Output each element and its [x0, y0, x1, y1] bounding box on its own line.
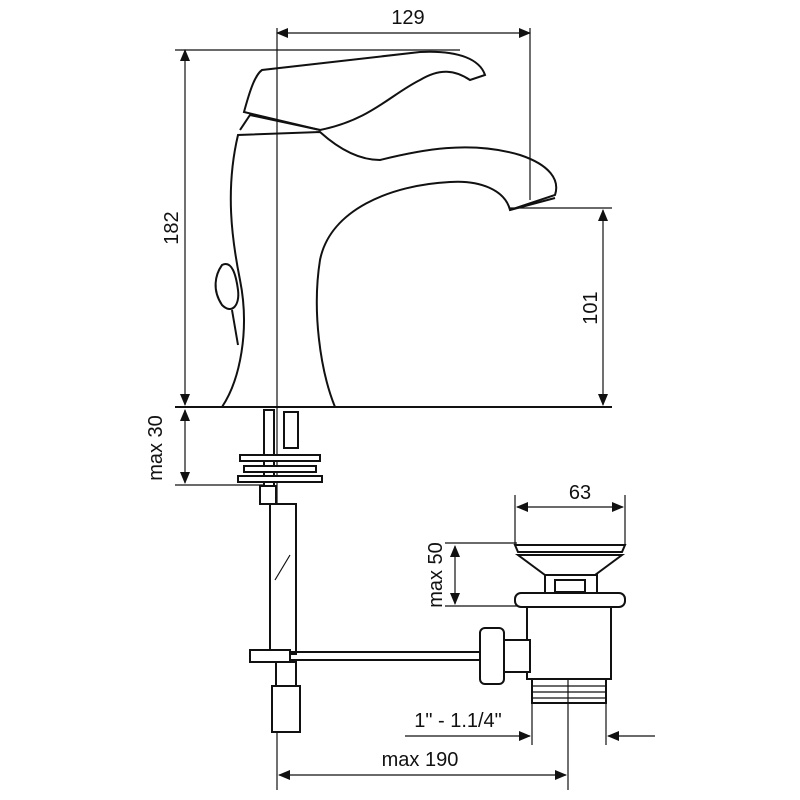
fixing-assembly	[237, 409, 480, 733]
dimension-101: 101	[510, 207, 612, 406]
dimension-129: 129	[276, 7, 531, 200]
svg-text:63: 63	[569, 482, 591, 504]
svg-text:101: 101	[580, 291, 602, 324]
faucet-body	[214, 50, 558, 408]
dimension-max-30: max 30	[145, 409, 265, 486]
dimension-max-50: max 50	[425, 542, 517, 608]
svg-text:182: 182	[161, 211, 183, 244]
svg-text:max 190: max 190	[382, 749, 459, 771]
pop-up-waste	[479, 544, 627, 704]
dimension-thread: 1" - 1.1/4"	[405, 680, 655, 745]
svg-text:max 50: max 50	[425, 542, 447, 608]
dimension-182: 182	[161, 49, 460, 406]
svg-text:max 30: max 30	[145, 415, 167, 481]
dimension-max-190: max 190	[278, 680, 569, 790]
dimension-63: 63	[514, 482, 626, 545]
svg-text:129: 129	[391, 7, 424, 29]
svg-text:1" - 1.1/4": 1" - 1.1/4"	[414, 710, 502, 732]
